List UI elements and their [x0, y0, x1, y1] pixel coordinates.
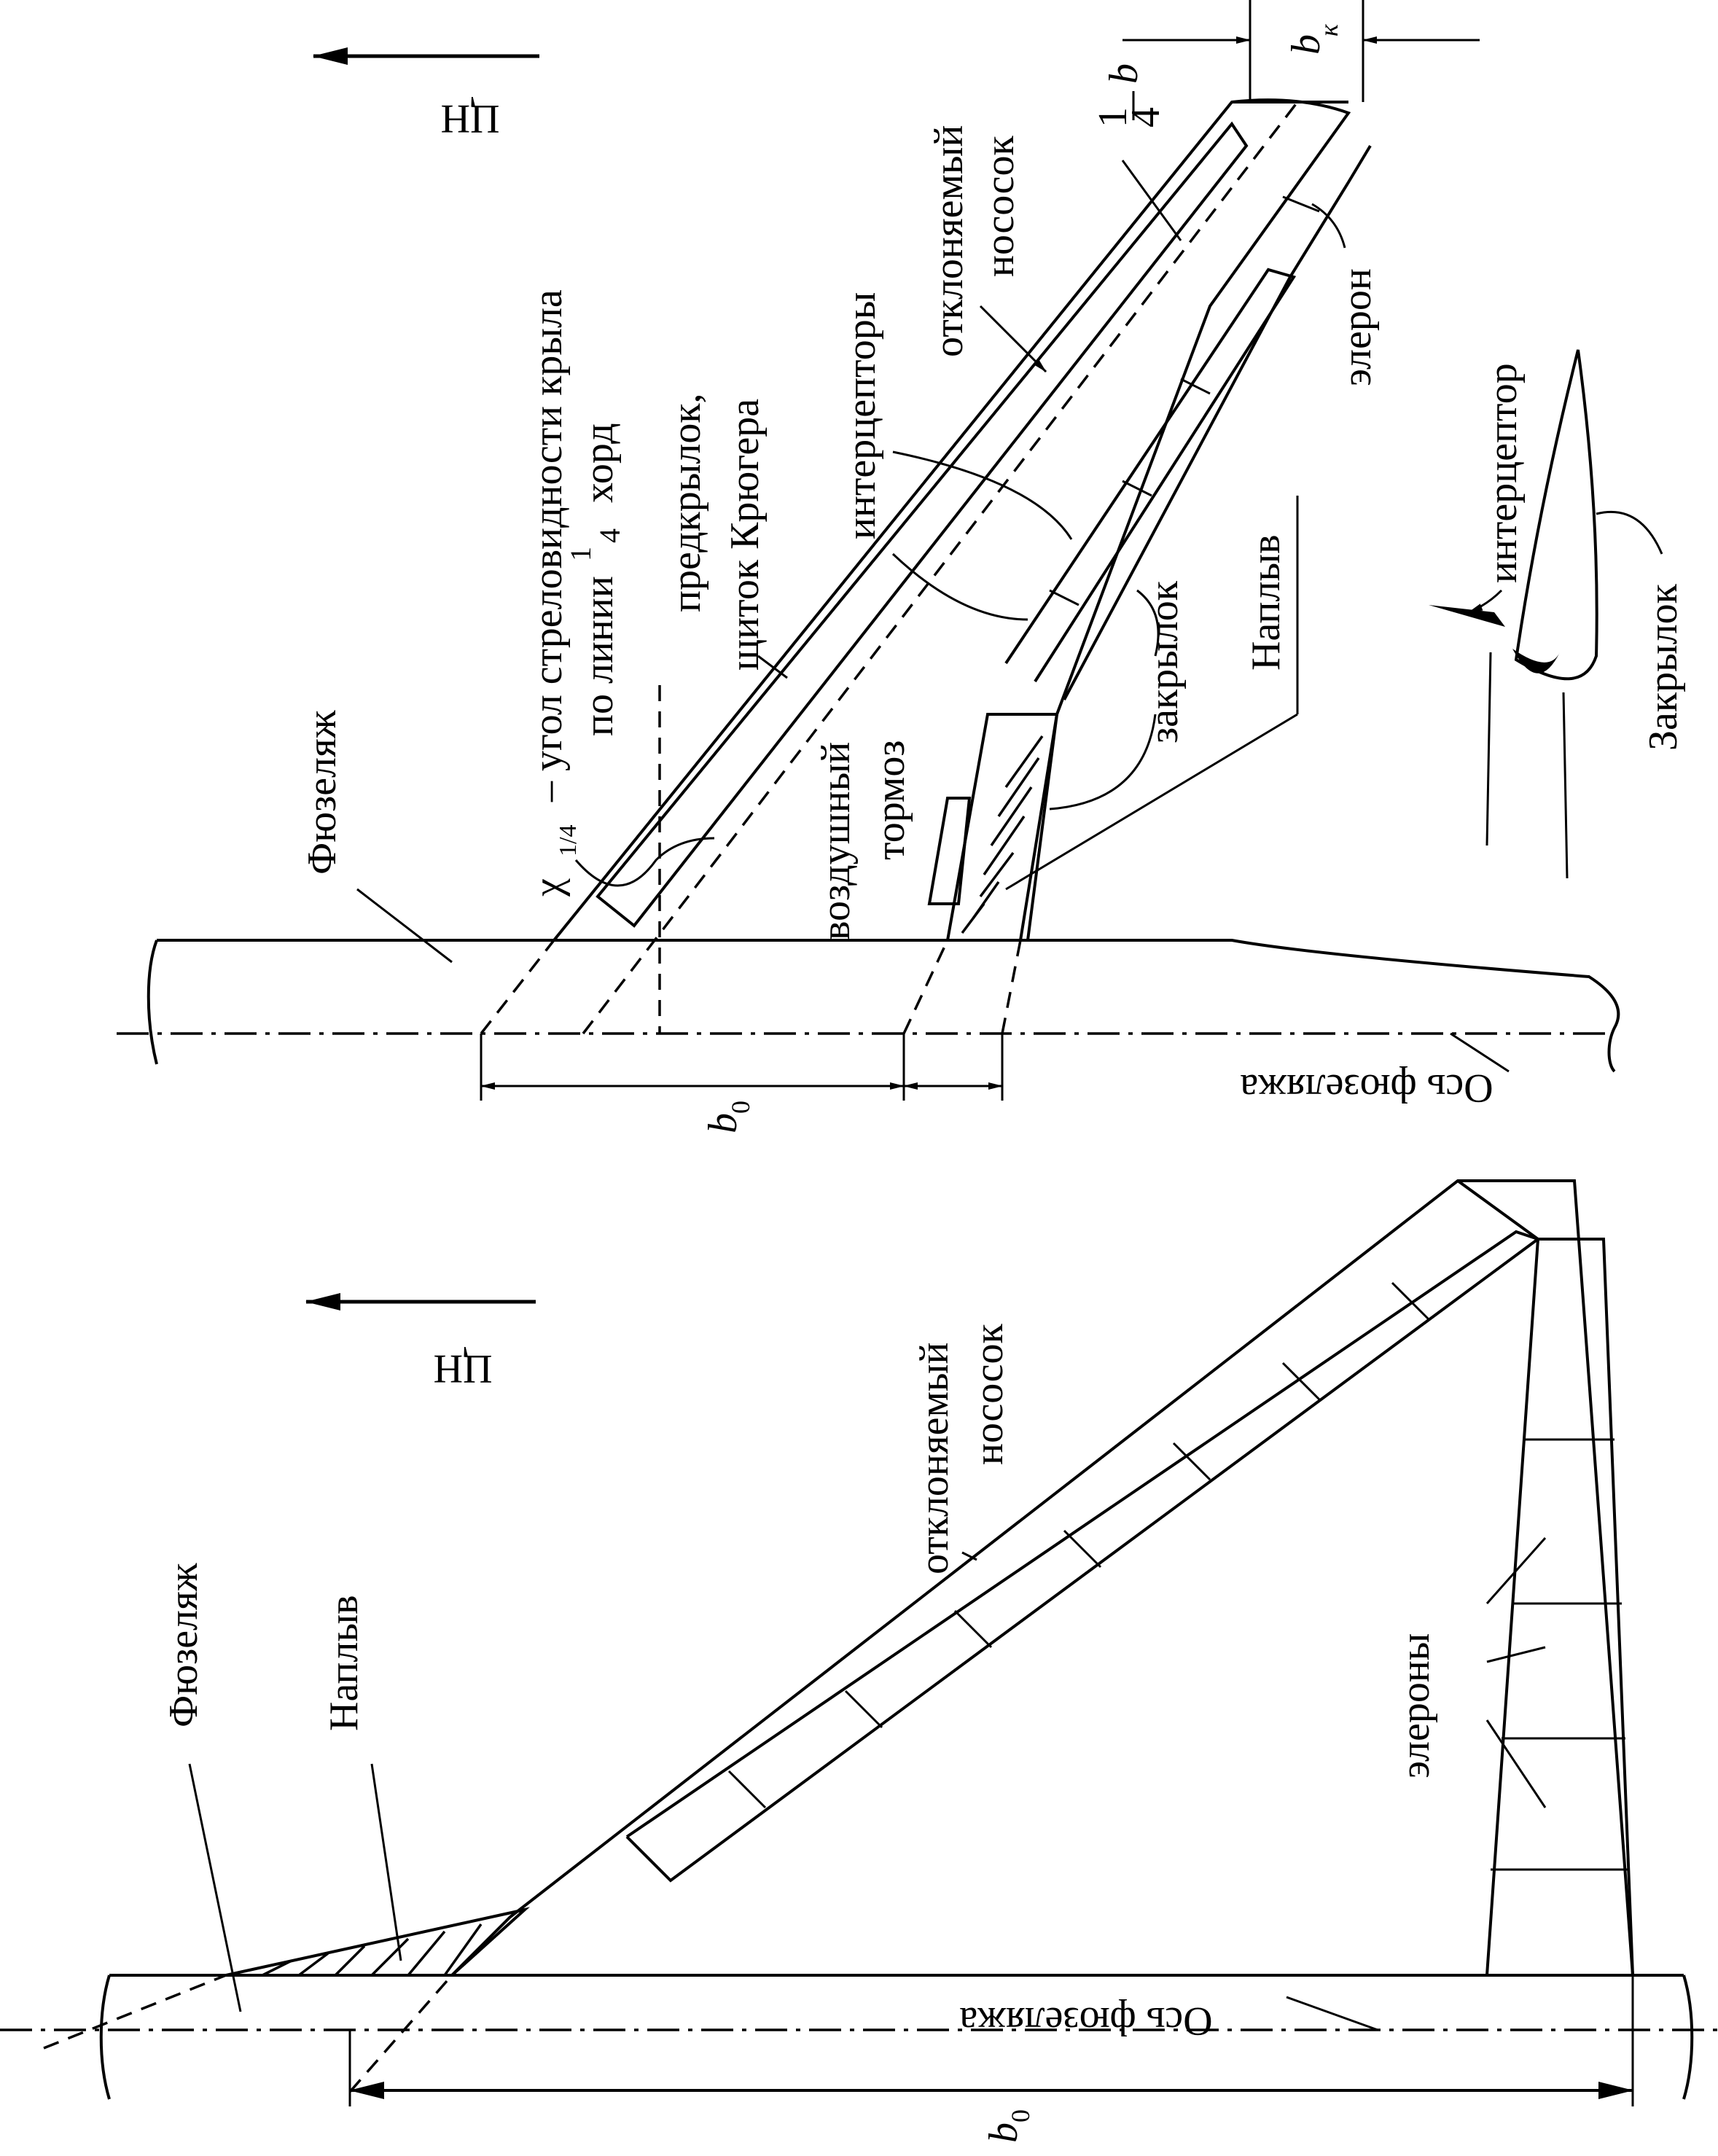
spoilers-leader-1	[892, 450, 1073, 540]
delta-wing-view: ЦН отклоняемый	[0, 1179, 1718, 2143]
aileron-leader	[1311, 203, 1346, 249]
deflect-nose-label-1: отклоняемый	[926, 125, 972, 358]
krueger-slat	[596, 121, 1249, 928]
flap-leader-2	[1049, 714, 1157, 811]
quarter-b-num: 1	[1090, 107, 1136, 128]
sweep-frac-den: 4	[593, 528, 626, 543]
krueger-label-1: предкрылок,	[664, 393, 709, 612]
leading-edge-strip	[625, 1179, 1539, 1883]
strake-extension	[43, 1974, 227, 2050]
axis-label-leader-top	[1450, 1032, 1510, 1073]
ailerons-leader-2	[1486, 1646, 1546, 1663]
fuselage-outline	[147, 939, 1620, 1073]
air-brake-label-1: воздушный	[813, 742, 859, 940]
krueger-leader	[757, 655, 788, 679]
slat-divider	[1063, 1529, 1102, 1569]
fuselage-axis-label-top: Ось фюзеляжа	[1240, 1066, 1493, 1111]
deflect-nose-delta-leader	[961, 1551, 977, 1561]
b0-delta-label: b	[981, 2122, 1026, 2143]
strake-hatching	[262, 1923, 483, 1977]
spoiler-strip	[1004, 267, 1297, 683]
spoiler-divider	[1049, 589, 1079, 606]
bk-label: b	[1284, 34, 1329, 55]
spoilers-label: интерцепторы	[839, 292, 884, 539]
aileron-divider	[1282, 195, 1320, 213]
quarter-chord-line	[582, 101, 1299, 1035]
fuselage-outline-delta	[99, 1974, 1694, 2100]
slat-divider	[1281, 1362, 1321, 1401]
spoiler-section-label: интерцептор	[1480, 363, 1526, 583]
airfoil-section-view: интерцептор Закрылок	[1429, 349, 1686, 879]
slat-divider	[1172, 1442, 1211, 1481]
air-brake	[927, 797, 972, 905]
deflect-nose-delta-1: отклоняемый	[912, 1343, 957, 1575]
quarter-b-var: b	[1101, 63, 1147, 84]
spoiler-divider	[1122, 480, 1152, 497]
spoiler-section-leader	[1468, 589, 1503, 614]
deflect-nose-label-2: нососок	[977, 136, 1023, 277]
airfoil-shape	[1514, 349, 1598, 681]
airflow-line-1	[1485, 652, 1492, 846]
fuselage-label-top: Фюзеляж	[300, 710, 345, 875]
slat-divider	[727, 1770, 767, 1809]
flap-section-label: Закрылок	[1641, 583, 1686, 751]
wing-extension	[348, 1974, 453, 2093]
flap-root-box	[945, 713, 1059, 942]
airflow-line-2	[1562, 692, 1569, 879]
ailerons-leader-1	[1485, 1537, 1547, 1604]
strake-label-top: Наплыв	[1243, 534, 1289, 671]
spoilers-leader-2	[891, 552, 1028, 621]
fuselage-leader-delta	[188, 1763, 242, 2012]
sweep-chi: χ	[526, 878, 571, 897]
leading-edge-extension	[480, 939, 555, 1035]
slat-divider	[844, 1690, 883, 1729]
b0-label: b	[700, 1113, 746, 1133]
strake-delta	[225, 1907, 530, 1977]
slat-divider	[953, 1609, 993, 1649]
flap-aileron-strip	[1063, 144, 1372, 700]
slat-divider	[1391, 1281, 1430, 1321]
sweep-sub: 1/4	[555, 825, 582, 856]
swept-wing-view: ЦН	[117, 0, 1620, 1133]
b0-sub: 0	[726, 1101, 755, 1114]
quarter-b-leader	[1121, 160, 1182, 241]
axis-label-leader-delta	[1286, 1996, 1378, 2031]
flap-section-leader	[1596, 510, 1663, 555]
fuselage-leader-top	[356, 888, 453, 964]
fuselage-axis-label-delta: Ось фюзеляжа	[959, 1999, 1212, 2044]
flap-leader-1	[1136, 589, 1160, 657]
deflect-nose-leader	[979, 305, 1047, 373]
sweep-desc-1: – угол стреловидности крыла	[526, 289, 571, 802]
trailing-edge-extension-2	[1001, 940, 1022, 1034]
sweep-leader	[574, 837, 715, 887]
flap-label-top: закрылок	[1141, 580, 1187, 743]
strake-leader-delta	[370, 1763, 402, 1961]
air-brake-label-2: тормоз	[868, 741, 913, 860]
aileron-strip	[1485, 1238, 1634, 1976]
sweep-desc-3: хорд	[577, 423, 622, 503]
deflect-nose-delta-2: нососок	[967, 1324, 1012, 1465]
spoiler-element-black	[1429, 605, 1505, 627]
fuselage-label-delta: Фюзеляж	[161, 1563, 206, 1727]
strake-line-top-2	[1005, 713, 1298, 891]
aileron-label: элерон	[1335, 268, 1380, 386]
bk-sub: к	[1314, 23, 1343, 36]
ailerons-label-delta: элероны	[1393, 1633, 1438, 1778]
flap-hatching	[961, 735, 1044, 934]
b0-delta-sub: 0	[1006, 2109, 1035, 2122]
sweep-frac-num: 1	[564, 547, 597, 561]
spoiler-divider	[1180, 378, 1211, 395]
flight-direction-label: ЦН	[441, 96, 500, 141]
flap-element-black	[1512, 649, 1560, 673]
krueger-label-2: щиток Крюгера	[722, 399, 768, 671]
sweep-desc-2: по линии	[577, 576, 622, 736]
quarter-b-den: 4	[1123, 107, 1168, 128]
trailing-edge-extension-1	[902, 940, 949, 1034]
ailerons-leader-3	[1485, 1719, 1547, 1808]
strake-label-delta: Наплыв	[321, 1595, 367, 1731]
flight-direction-label-delta: ЦН	[434, 1346, 493, 1391]
